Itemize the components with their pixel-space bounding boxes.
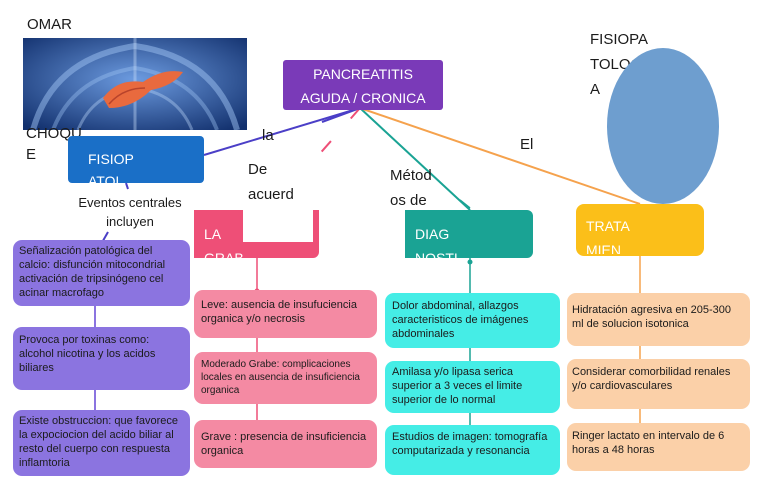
choque-label: CHOQU E (26, 125, 82, 163)
gravedad-item-1[interactable]: Leve: ausencia de insufuciencia organica… (194, 290, 377, 338)
connector-metodos: Métod os de (390, 167, 432, 209)
line-title-gravedad (315, 107, 361, 159)
gravedad-item-2[interactable]: Moderado Grabe: complicaciones locales e… (194, 352, 377, 404)
gravedad-item-3[interactable]: Grave : presencia de insuficiencia organ… (194, 420, 377, 468)
decorative-ellipse (607, 48, 719, 204)
tratamiento-header[interactable]: TRATA MIEN (576, 204, 704, 256)
diagnostico-item-3[interactable]: Estudios de imagen: tomografía computari… (385, 425, 560, 475)
diagnostico-header[interactable]: DIAG NOSTI (405, 210, 533, 258)
title-line-1: PANCREATITIS (313, 66, 413, 82)
tratamiento-item-3[interactable]: Ringer lactato en intervalo de 6 horas a… (567, 423, 750, 471)
fisio-item-3[interactable]: Existe obstruccion: que favorece la expo… (13, 410, 190, 476)
connector-la: la (262, 127, 274, 144)
tratamiento-item-2[interactable]: Considerar comorbilidad renales y/o card… (567, 359, 750, 409)
gravedad-header-overlap (243, 210, 313, 242)
pancreas-image (23, 38, 247, 130)
tratamiento-item-1[interactable]: Hidratación agresiva en 205-300 ml de so… (567, 293, 750, 346)
fisiopatologia-header[interactable]: FISIOP ATOL (68, 136, 204, 183)
title-node[interactable]: PANCREATITIS AGUDA / CRONICA (283, 60, 443, 110)
connector-el: El (520, 136, 534, 153)
line-title-fisio (203, 107, 361, 156)
fisio-item-2[interactable]: Provoca por toxinas como: alcohol nicoti… (13, 327, 190, 390)
fisio-item-1[interactable]: Señalización patológica del calcio: disf… (13, 240, 190, 306)
line-title-short (321, 107, 361, 123)
author-label: OMAR (27, 16, 72, 33)
line-title-diag (359, 107, 471, 211)
connector-eventos: Eventos centrales incluyen (78, 195, 182, 229)
diagnostico-item-2[interactable]: Amilasa y/o lipasa serica superior a 3 v… (385, 361, 560, 413)
line-title-trat (359, 107, 641, 205)
title-line-2: AGUDA / CRONICA (300, 90, 426, 106)
diagnostico-item-1[interactable]: Dolor abdominal, allazgos caracteristico… (385, 293, 560, 348)
pancreas-illustration (23, 38, 247, 130)
